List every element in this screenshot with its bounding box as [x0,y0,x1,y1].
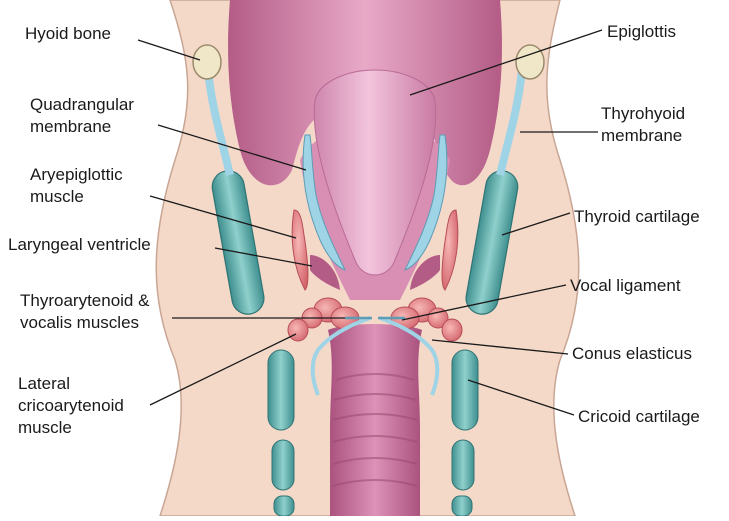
label-thyrohyoid-membrane: Thyrohyoid membrane [601,103,685,147]
label-quadrangular-membrane: Quadrangular membrane [30,94,134,138]
label-vocal-ligament: Vocal ligament [570,275,681,297]
hyoid-bone-right [516,45,544,79]
label-lateral-cricoarytenoid: Lateral cricoarytenoid muscle [18,373,124,439]
label-conus-elasticus: Conus elasticus [572,343,692,365]
label-cricoid-cartilage: Cricoid cartilage [578,406,700,428]
hyoid-bone-left [193,45,221,79]
label-laryngeal-ventricle: Laryngeal ventricle [8,234,151,256]
label-aryepiglottic-muscle: Aryepiglottic muscle [30,164,123,208]
label-thyroarytenoid-vocalis: Thyroarytenoid & vocalis muscles [20,290,149,334]
label-hyoid-bone: Hyoid bone [25,23,111,45]
label-thyroid-cartilage: Thyroid cartilage [574,206,700,228]
label-epiglottis: Epiglottis [607,21,676,43]
trachea-lumen [328,324,422,516]
